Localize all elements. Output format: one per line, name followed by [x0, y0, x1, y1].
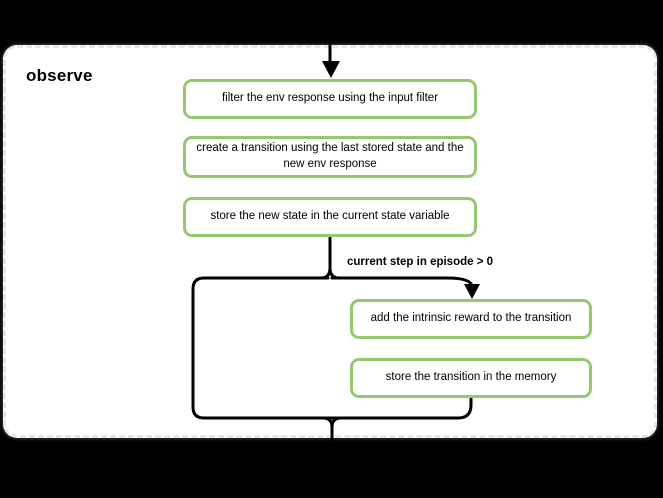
flow-node-store-transition-memory: store the transition in the memory — [350, 358, 592, 398]
flow-node-store-new-state: store the new state in the current state… — [183, 197, 477, 237]
diagram-title: observe — [26, 66, 93, 85]
flow-node-filter-env-response: filter the env response using the input … — [183, 79, 477, 119]
flow-node-add-intrinsic-reward: add the intrinsic reward to the transiti… — [350, 299, 592, 339]
flow-node-create-transition: create a transition using the last store… — [183, 136, 477, 178]
condition-label: current step in episode > 0 — [347, 256, 494, 268]
